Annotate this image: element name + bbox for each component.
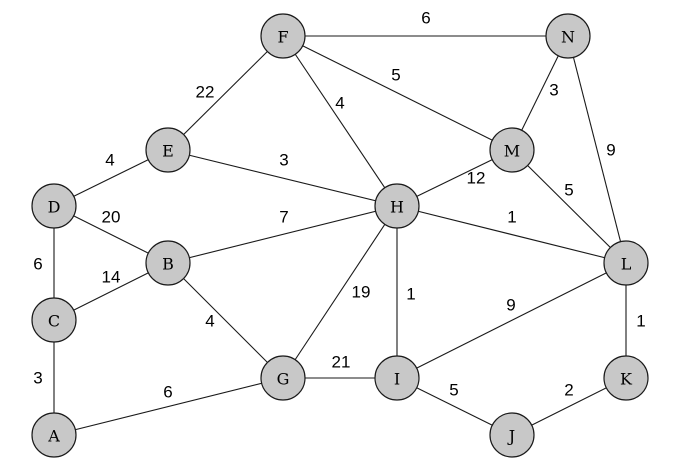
edge-weight-n-m: 3 bbox=[549, 81, 558, 100]
node-label-n: N bbox=[561, 28, 575, 47]
edge-f-m bbox=[282, 35, 513, 151]
edge-weight-m-h: 12 bbox=[467, 169, 486, 188]
node-label-k: K bbox=[620, 370, 633, 389]
edge-weight-l-k: 1 bbox=[636, 312, 645, 331]
node-label-d: D bbox=[48, 198, 61, 217]
edge-weight-h-i: 1 bbox=[406, 285, 415, 304]
edge-b-g bbox=[167, 262, 284, 379]
edge-weight-b-g: 4 bbox=[205, 312, 214, 331]
edge-f-e bbox=[167, 35, 284, 151]
node-circle-j bbox=[489, 412, 535, 458]
edge-weight-f-h: 4 bbox=[335, 94, 344, 113]
node-circle-d bbox=[31, 183, 77, 229]
edge-weight-b-c: 14 bbox=[102, 268, 121, 287]
edge-weight-h-l: 1 bbox=[507, 208, 516, 227]
edge-weight-k-j: 2 bbox=[564, 381, 573, 400]
node-circle-n bbox=[545, 13, 591, 59]
edge-weight-h-b: 7 bbox=[279, 208, 288, 227]
node-label-l: L bbox=[621, 255, 632, 274]
edge-n-l bbox=[567, 35, 627, 264]
node-e: E bbox=[145, 127, 191, 173]
node-circle-c bbox=[31, 297, 77, 343]
node-f: F bbox=[260, 13, 306, 59]
node-label-f: F bbox=[277, 28, 288, 47]
edge-weight-f-m: 5 bbox=[391, 66, 400, 85]
edge-h-b bbox=[167, 205, 398, 264]
node-circle-l bbox=[603, 240, 649, 286]
node-l: L bbox=[603, 240, 649, 286]
node-circle-g bbox=[260, 355, 306, 401]
edge-f-h bbox=[282, 35, 398, 207]
edge-h-g bbox=[282, 205, 398, 379]
node-h: H bbox=[374, 183, 420, 229]
edge-weight-l-i: 9 bbox=[506, 296, 515, 315]
node-i: I bbox=[374, 355, 420, 401]
node-label-i: I bbox=[394, 370, 400, 389]
node-circle-k bbox=[603, 355, 649, 401]
edge-weight-h-g: 19 bbox=[352, 283, 371, 302]
edge-weight-g-i: 21 bbox=[332, 353, 351, 372]
node-circle-f bbox=[260, 13, 306, 59]
edge-weight-f-n: 6 bbox=[421, 9, 430, 28]
edge-weight-m-l: 5 bbox=[564, 181, 573, 200]
edge-h-l bbox=[396, 205, 627, 264]
node-label-e: E bbox=[162, 142, 174, 161]
node-circle-e bbox=[145, 127, 191, 173]
node-label-b: B bbox=[162, 255, 174, 274]
node-m: M bbox=[489, 127, 535, 173]
edge-weight-e-d: 4 bbox=[105, 151, 114, 170]
node-j: J bbox=[489, 412, 535, 458]
edge-weight-e-h: 3 bbox=[279, 151, 288, 170]
node-n: N bbox=[545, 13, 591, 59]
node-label-m: M bbox=[504, 142, 520, 161]
node-b: B bbox=[145, 240, 191, 286]
edge-weight-g-a: 6 bbox=[163, 383, 172, 402]
node-k: K bbox=[603, 355, 649, 401]
node-label-j: J bbox=[507, 427, 515, 446]
edge-weight-i-j: 5 bbox=[449, 381, 458, 400]
node-circle-i bbox=[374, 355, 420, 401]
node-label-c: C bbox=[48, 312, 60, 331]
nodes-layer: F N E M D H B L C G I K A J bbox=[31, 13, 649, 458]
edge-weight-n-l: 9 bbox=[606, 141, 615, 160]
node-d: D bbox=[31, 183, 77, 229]
node-circle-a bbox=[31, 412, 77, 458]
edge-weights-layer: 6 22 4 5 3 9 4 3 12 5 20 6 7 1 19 1 14 4 9 1 3 6 21 5 2 bbox=[33, 9, 645, 402]
node-a: A bbox=[31, 412, 77, 458]
node-label-h: H bbox=[390, 198, 404, 217]
edge-weight-f-e: 22 bbox=[196, 83, 215, 102]
edge-weight-c-a: 3 bbox=[33, 369, 42, 388]
node-g: G bbox=[260, 355, 306, 401]
edge-weight-d-b: 20 bbox=[102, 208, 121, 227]
node-circle-b bbox=[145, 240, 191, 286]
node-c: C bbox=[31, 297, 77, 343]
edge-l-i bbox=[396, 262, 627, 379]
node-circle-m bbox=[489, 127, 535, 173]
edge-g-a bbox=[53, 377, 284, 436]
node-circle-h bbox=[374, 183, 420, 229]
node-label-a: A bbox=[47, 427, 60, 446]
edge-m-l bbox=[511, 149, 627, 264]
node-label-g: G bbox=[277, 370, 290, 389]
edge-e-h bbox=[167, 149, 398, 207]
edge-weight-d-c: 6 bbox=[33, 255, 42, 274]
